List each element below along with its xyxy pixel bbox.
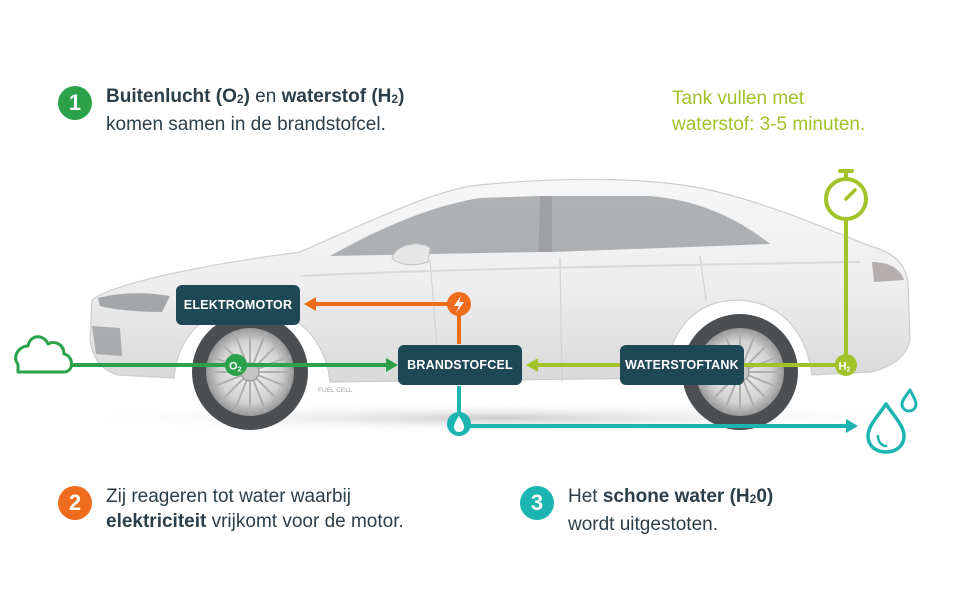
step-2-line-1: Zij reageren tot water waarbij bbox=[106, 486, 351, 507]
h2-marker-label: H2 bbox=[839, 361, 851, 374]
step-1-badge: 1 bbox=[58, 86, 92, 120]
step-2: 2 Zij reageren tot water waarbij elektri… bbox=[58, 484, 404, 534]
car-side-badge: FUEL CELL bbox=[318, 387, 353, 394]
step-3: 3 Het schone water (H20) wordt uitgestot… bbox=[520, 484, 773, 537]
car-window-rear bbox=[552, 196, 770, 252]
water-drop-small-icon bbox=[454, 416, 464, 432]
hydrogen-flow-arrowhead bbox=[526, 358, 538, 372]
car-shadow bbox=[60, 402, 940, 434]
o2-marker bbox=[225, 354, 247, 376]
tank-fill-note: Tank vullen met waterstof: 3-5 minuten. bbox=[672, 86, 942, 138]
car-grille bbox=[92, 326, 122, 356]
car-rear-light bbox=[872, 262, 904, 282]
node-fuel-cell: BRANDSTOFCEL bbox=[398, 345, 522, 385]
air-flow-arrowhead bbox=[386, 358, 398, 372]
step-1: 1 Buitenlucht (O2) en waterstof (H2) kom… bbox=[58, 84, 404, 137]
lightning-icon bbox=[454, 296, 464, 313]
cloud-icon bbox=[14, 335, 73, 374]
tank-fill-note-line-2: waterstof: 3-5 minuten. bbox=[672, 114, 866, 135]
step-3-text: Het schone water (H20) wordt uitgestoten… bbox=[568, 484, 773, 537]
step-3-line-1: Het schone water (H20) bbox=[568, 486, 774, 507]
water-drops-icon bbox=[866, 388, 918, 454]
electricity-flow-arrowhead bbox=[304, 297, 316, 311]
car-illustration: FUEL CELL bbox=[89, 178, 911, 430]
water-flow-arrowhead bbox=[846, 419, 858, 433]
step-2-text: Zij reageren tot water waarbij elektrici… bbox=[106, 484, 404, 534]
h2-marker bbox=[835, 354, 857, 376]
node-electromotor: ELEKTROMOTOR bbox=[176, 285, 300, 325]
step-2-badge: 2 bbox=[58, 486, 92, 520]
o2-marker-label: O2 bbox=[229, 361, 242, 374]
tank-fill-note-line-1: Tank vullen met bbox=[672, 88, 805, 109]
step-2-line-2: elektriciteit vrijkomt voor de motor. bbox=[106, 511, 404, 532]
car-mirror bbox=[391, 243, 431, 266]
front-wheel bbox=[192, 314, 308, 430]
car-headlight bbox=[98, 293, 170, 312]
step-3-badge: 3 bbox=[520, 486, 554, 520]
car-window-pillar bbox=[538, 196, 552, 252]
stopwatch-icon bbox=[824, 169, 868, 221]
step-1-line-1: Buitenlucht (O2) en waterstof (H2) bbox=[106, 86, 405, 107]
step-1-line-2: komen samen in de brandstofcel. bbox=[106, 114, 386, 135]
node-hydrogen-tank: WATERSTOFTANK bbox=[620, 345, 744, 385]
step-3-line-2: wordt uitgestoten. bbox=[568, 514, 718, 535]
car-belt-line bbox=[299, 261, 861, 277]
car-window-front bbox=[330, 196, 540, 256]
step-1-text: Buitenlucht (O2) en waterstof (H2) komen… bbox=[106, 84, 404, 137]
